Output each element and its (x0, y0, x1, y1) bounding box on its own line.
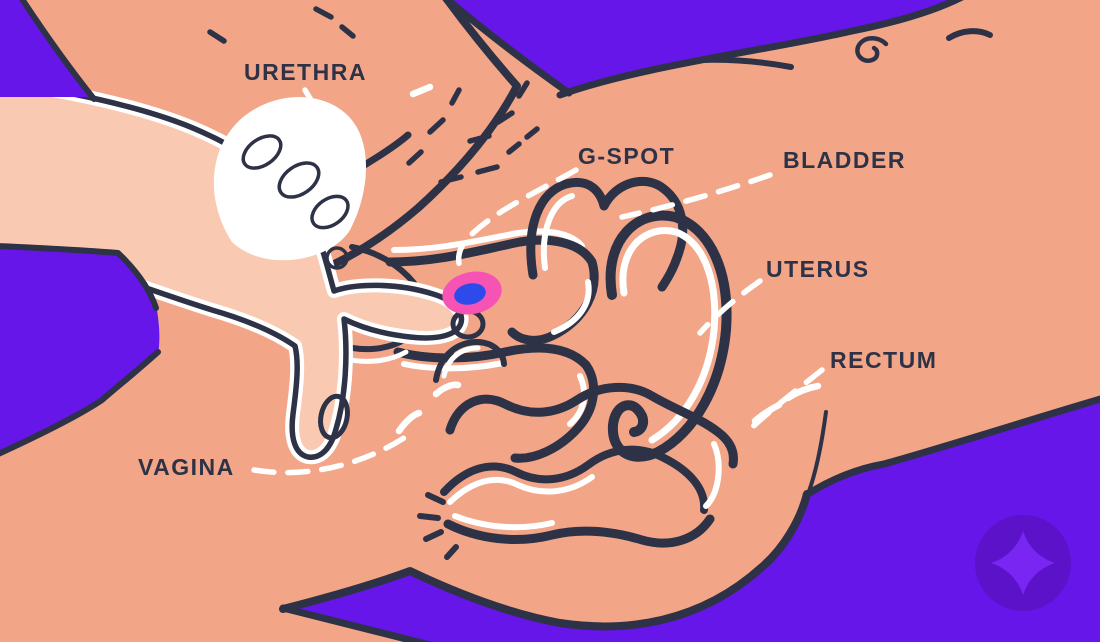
leader-vagina (251, 431, 413, 476)
thumb-nail (318, 393, 350, 441)
label-g-spot: G-SPOT (578, 143, 676, 169)
rectum-shape (417, 382, 738, 560)
anus-marks (417, 492, 459, 560)
leader-rectum (743, 367, 825, 436)
leader-uterus (697, 278, 763, 336)
leader-urethra (302, 87, 361, 181)
pubic-hair-marks (207, 6, 540, 185)
label-vagina: VAGINA (138, 454, 235, 480)
label-urethra: URETHRA (244, 59, 367, 85)
sparkle-badge-icon (975, 515, 1071, 611)
leader-bladder (619, 172, 773, 220)
leader-g-spot (455, 167, 579, 275)
label-bladder: BLADDER (783, 147, 906, 173)
leader-lines (251, 87, 825, 476)
label-rectum: RECTUM (830, 347, 938, 373)
knuckle-mound (213, 96, 367, 270)
g-spot-marker (442, 271, 502, 315)
bladder-shape (526, 177, 688, 292)
label-uterus: UTERUS (766, 256, 870, 282)
